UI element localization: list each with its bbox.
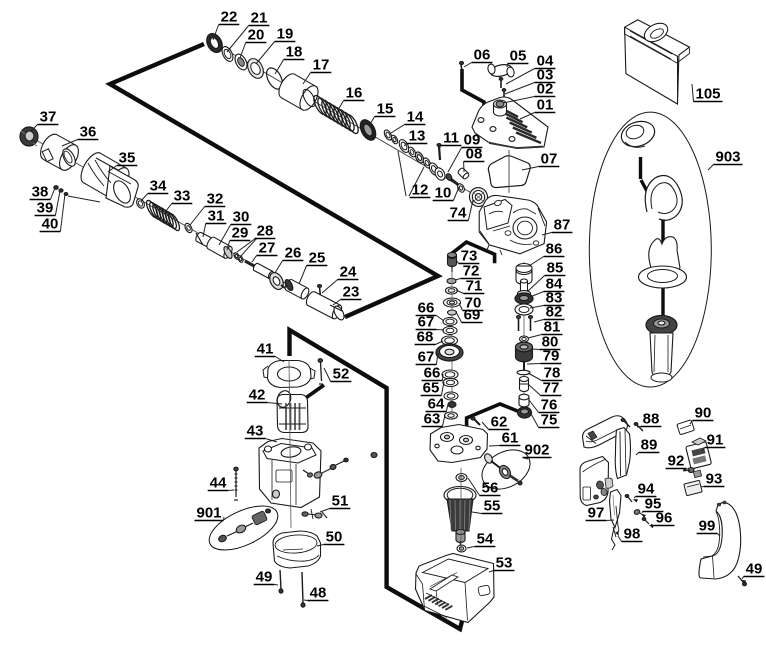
svg-text:05: 05 — [510, 48, 527, 65]
svg-text:903: 903 — [715, 149, 740, 166]
svg-text:98: 98 — [624, 526, 641, 543]
svg-text:40: 40 — [42, 216, 59, 233]
svg-text:38: 38 — [32, 184, 49, 201]
svg-text:28: 28 — [257, 223, 274, 240]
svg-text:49: 49 — [256, 569, 273, 586]
svg-text:22: 22 — [221, 9, 238, 26]
svg-text:18: 18 — [286, 44, 303, 61]
svg-text:17: 17 — [313, 57, 330, 74]
svg-text:14: 14 — [407, 109, 424, 126]
svg-text:53: 53 — [496, 555, 513, 572]
svg-text:92: 92 — [668, 453, 685, 470]
svg-text:50: 50 — [326, 529, 343, 546]
svg-text:68: 68 — [417, 329, 434, 346]
svg-text:90: 90 — [695, 405, 712, 422]
svg-text:89: 89 — [641, 437, 658, 454]
svg-text:36: 36 — [80, 124, 97, 141]
svg-text:16: 16 — [346, 85, 363, 102]
svg-text:06: 06 — [474, 47, 491, 64]
svg-text:23: 23 — [343, 284, 360, 301]
svg-text:15: 15 — [377, 101, 394, 118]
svg-text:39: 39 — [37, 200, 54, 217]
svg-text:56: 56 — [482, 480, 499, 497]
svg-text:31: 31 — [208, 208, 225, 225]
svg-text:67: 67 — [418, 349, 435, 366]
svg-text:77: 77 — [543, 380, 560, 397]
svg-text:10: 10 — [435, 185, 452, 202]
svg-text:48: 48 — [310, 585, 327, 602]
svg-text:44: 44 — [210, 475, 227, 492]
svg-text:901: 901 — [196, 505, 221, 522]
svg-text:21: 21 — [251, 10, 268, 27]
svg-text:63: 63 — [424, 411, 441, 428]
svg-text:62: 62 — [491, 414, 508, 431]
svg-text:26: 26 — [285, 245, 302, 262]
svg-text:35: 35 — [119, 150, 136, 167]
svg-text:19: 19 — [277, 26, 294, 43]
svg-text:69: 69 — [464, 307, 481, 324]
svg-text:85: 85 — [547, 260, 564, 277]
svg-text:91: 91 — [707, 432, 724, 449]
svg-text:41: 41 — [257, 341, 274, 358]
svg-text:02: 02 — [537, 81, 554, 98]
svg-text:07: 07 — [541, 151, 558, 168]
svg-text:52: 52 — [333, 366, 350, 383]
svg-text:61: 61 — [502, 430, 519, 447]
svg-text:75: 75 — [541, 412, 558, 429]
svg-text:79: 79 — [543, 348, 560, 365]
svg-text:43: 43 — [247, 423, 264, 440]
svg-text:99: 99 — [699, 518, 716, 535]
svg-text:13: 13 — [409, 128, 426, 145]
svg-text:65: 65 — [423, 380, 440, 397]
svg-text:74: 74 — [450, 205, 467, 222]
svg-text:42: 42 — [249, 387, 266, 404]
svg-text:902: 902 — [524, 442, 549, 459]
svg-text:96: 96 — [656, 510, 673, 527]
svg-text:51: 51 — [332, 493, 349, 510]
svg-text:25: 25 — [309, 250, 326, 267]
svg-text:105: 105 — [695, 86, 720, 103]
svg-text:54: 54 — [477, 531, 494, 548]
svg-text:49: 49 — [746, 561, 763, 578]
svg-text:12: 12 — [412, 182, 429, 199]
svg-text:30: 30 — [233, 209, 250, 226]
svg-text:24: 24 — [340, 264, 357, 281]
svg-text:32: 32 — [207, 191, 224, 208]
svg-text:08: 08 — [466, 146, 483, 163]
svg-text:87: 87 — [554, 217, 571, 234]
svg-text:55: 55 — [484, 498, 501, 515]
svg-text:33: 33 — [174, 188, 191, 205]
svg-text:01: 01 — [537, 97, 554, 114]
svg-text:97: 97 — [588, 505, 605, 522]
svg-text:93: 93 — [706, 471, 723, 488]
svg-text:88: 88 — [643, 411, 660, 428]
svg-text:71: 71 — [466, 278, 483, 295]
svg-text:86: 86 — [546, 241, 563, 258]
svg-text:27: 27 — [259, 240, 276, 257]
svg-text:29: 29 — [232, 225, 249, 242]
svg-text:20: 20 — [248, 27, 265, 44]
svg-text:11: 11 — [443, 130, 459, 147]
svg-text:34: 34 — [150, 178, 167, 195]
svg-text:37: 37 — [40, 109, 57, 126]
